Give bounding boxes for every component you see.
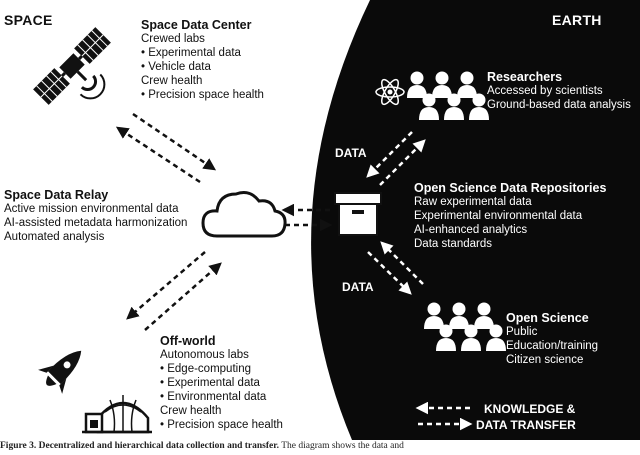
satellite-icon [33,27,111,105]
space-data-relay-line: AI-assisted metadata harmonization [4,217,188,229]
habitat-dome-icon [82,395,152,434]
rocket-icon [38,350,82,394]
open-science-line: Citizen science [506,354,584,366]
space-data-center-line: Vehicle data [141,60,264,74]
person-icon [424,302,444,329]
space-data-center-block: Space Data Center Crewed labsExperimenta… [141,18,264,102]
data-label-upper: DATA [335,146,367,160]
arrow-repository-to-researchers [379,139,426,186]
space-header: SPACE [4,12,53,28]
person-icon [469,93,489,120]
off-world-line: Edge-computing [160,362,283,376]
space-data-center-line: Experimental data [141,46,264,60]
earth-header: EARTH [552,12,602,28]
person-icon [449,302,469,329]
space-data-relay-line: Active mission environmental data [4,203,179,215]
arrow-researchers-to-repository [366,131,413,178]
person-icon [444,93,464,120]
space-data-relay-line: Automated analysis [4,231,105,243]
arrow-relay-to-offworld [126,251,206,320]
person-icon [461,324,481,351]
space-data-relay-block: Space Data Relay Active mission environm… [4,188,187,244]
figure-caption: Figure 3. Decentralized and hierarchical… [0,441,640,455]
legend-line-1: KNOWLEDGE & [484,402,576,416]
repositories-line: Data standards [414,238,492,250]
person-icon [457,71,477,98]
repositories-block: Open Science Data Repositories Raw exper… [414,181,606,251]
off-world-line: Crew health [160,405,222,417]
legend-line-2: DATA TRANSFER [476,418,576,432]
space-data-center-title: Space Data Center [141,18,252,32]
repositories-line: AI-enhanced analytics [414,224,528,236]
open-science-line: Education/training [506,340,599,352]
person-icon [407,71,427,98]
off-world-lines: Autonomous labsEdge-computingExperimenta… [160,348,283,432]
space-data-center-line: Crewed labs [141,33,205,45]
space-data-center-line: Crew health [141,75,203,87]
off-world-block: Off-world Autonomous labsEdge-computingE… [160,334,283,432]
person-icon [432,71,452,98]
off-world-title: Off-world [160,334,216,348]
researchers-line: Accessed by scientists [487,85,603,97]
earth-region [311,0,640,440]
researchers-line: Ground-based data analysis [487,99,631,111]
space-data-center-line: Precision space health [141,88,264,102]
person-icon [419,93,439,120]
data-label-lower: DATA [342,280,374,294]
archive-box-icon [334,192,382,236]
caption-bold: Figure 3. Decentralized and hierarchical… [0,441,279,451]
off-world-line: Environmental data [160,390,283,404]
person-icon [436,324,456,351]
arrow-open-science-to-repository [380,241,424,285]
repositories-line: Raw experimental data [414,196,532,208]
person-icon [474,302,494,329]
off-world-line: Autonomous labs [160,349,249,361]
researchers-title: Researchers [487,70,563,84]
open-science-title: Open Science [506,311,589,325]
person-icon [486,324,506,351]
atom-icon [375,78,405,106]
space-data-relay-title: Space Data Relay [4,188,109,202]
open-science-line: Public [506,326,538,338]
repositories-line: Experimental environmental data [414,210,583,222]
cloud-icon [201,191,287,238]
arrow-offworld-to-relay [144,262,222,331]
repositories-title: Open Science Data Repositories [414,181,607,195]
off-world-line: Experimental data [160,376,283,390]
arrow-satellite-to-relay [132,112,217,171]
space-data-center-lines: Crewed labsExperimental dataVehicle data… [141,32,264,102]
arrow-repository-to-open-science [367,251,412,295]
off-world-line: Precision space health [160,418,283,432]
arrow-relay-to-satellite [115,126,201,184]
caption-rest: The diagram shows the data and [278,441,404,451]
